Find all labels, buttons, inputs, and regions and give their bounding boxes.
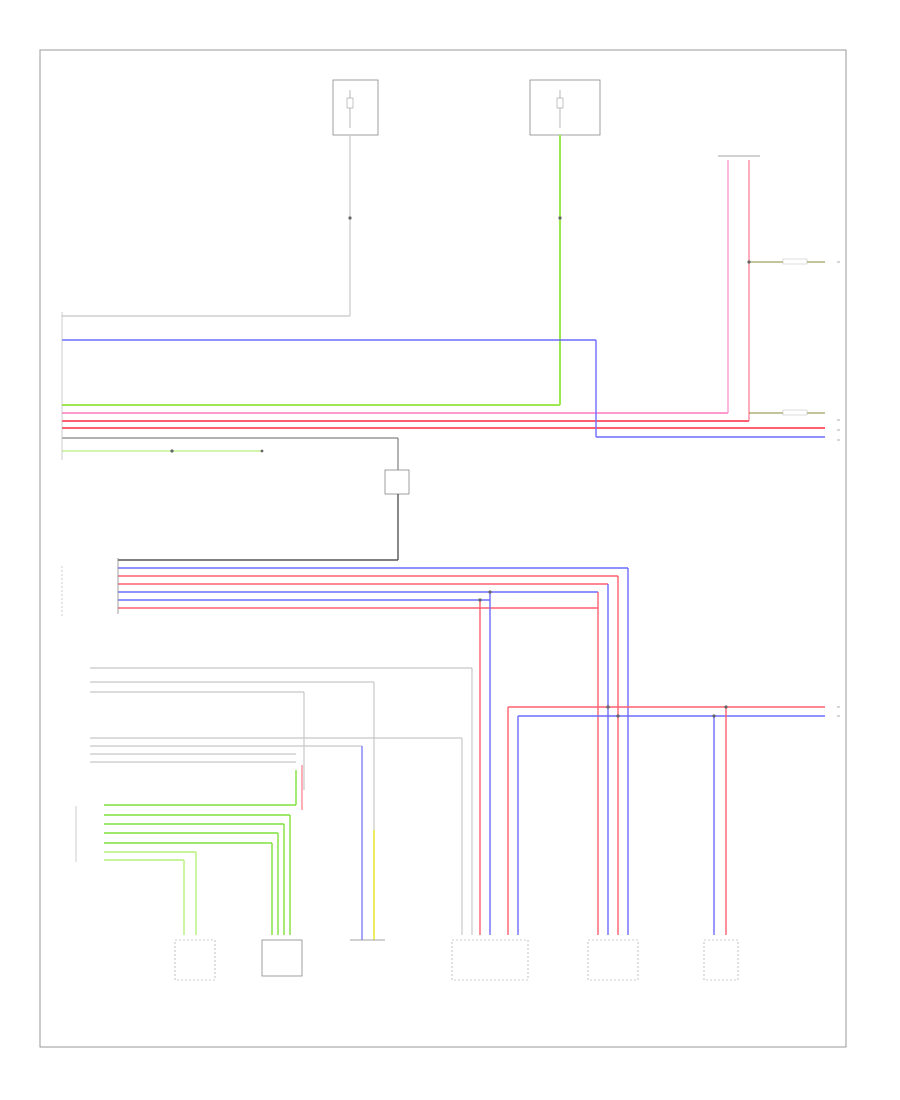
bottom-component-2 bbox=[261, 939, 303, 977]
wire-blue-yellow-lower bbox=[361, 746, 375, 940]
bottom-component-4 bbox=[451, 939, 529, 981]
wire-grey-top-left bbox=[62, 135, 352, 317]
top-left-fuse-block bbox=[332, 79, 379, 136]
wire-pink-right-vertical bbox=[62, 160, 729, 414]
bottom-component-1 bbox=[174, 939, 216, 981]
wire-green-top-middle bbox=[62, 135, 562, 406]
left-dashed-enclosure bbox=[61, 566, 77, 862]
wire-red-right-vertical bbox=[62, 160, 750, 422]
top-middle-fuse-block bbox=[529, 79, 601, 136]
wire-lower-right-bus bbox=[507, 705, 825, 935]
wire-green-harness bbox=[104, 765, 303, 935]
right-edge-terminals bbox=[837, 261, 840, 717]
wire-blue-upper bbox=[62, 339, 825, 438]
bottom-component-6 bbox=[703, 939, 739, 981]
engine-bus-drops bbox=[478, 568, 629, 935]
wire-light-green-short bbox=[62, 449, 264, 453]
wire-olive-branches bbox=[747, 258, 825, 416]
bottom-component-5 bbox=[587, 939, 639, 981]
wire-dark-relay bbox=[62, 437, 410, 561]
wire-grey-sensors bbox=[90, 667, 473, 935]
diagram-frame bbox=[39, 49, 847, 1048]
engine-control-bus bbox=[117, 558, 628, 614]
